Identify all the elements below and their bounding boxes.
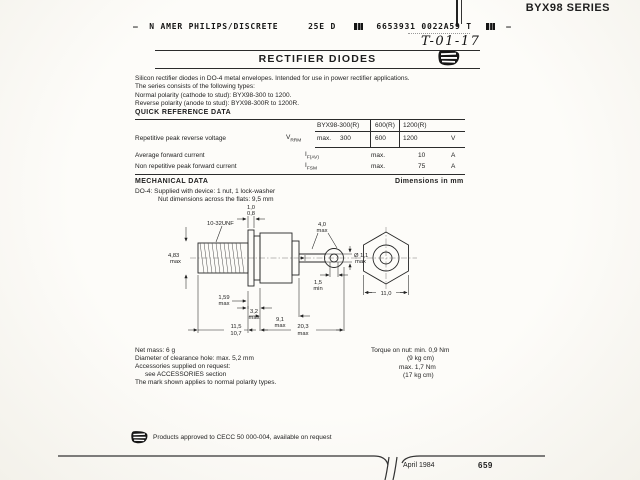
qrd-heading: QUICK REFERENCE DATA xyxy=(135,109,232,116)
dim-shank-qualifier: max xyxy=(219,301,230,307)
ocr-company: N AMER PHILIPS/DISCRETE xyxy=(149,22,279,31)
qrd-param: Average forward current xyxy=(135,152,205,159)
note-torque-kgcm-min: (9 kg cm) xyxy=(407,355,435,362)
page-title: BYX98 SERIES xyxy=(525,2,610,14)
qrd-col-divider xyxy=(399,119,400,147)
dim-flange-max: 1,0 xyxy=(247,205,255,211)
dim-thread-spec: 10-32UNF xyxy=(207,221,234,227)
intro-line: The series consists of the following typ… xyxy=(135,83,255,91)
qrd-qualifier: max. xyxy=(371,163,386,170)
qrd-col-header: 600(R) xyxy=(375,122,395,129)
qrd-unit: A xyxy=(451,152,456,159)
title-rule-top xyxy=(155,50,480,51)
note-accessories-ref: see ACCESSORIES section xyxy=(145,371,227,378)
mechanical-outline-drawing: 1,0 0,8 10-32UNF 4,83 max 4,0 max Ø 1,1 … xyxy=(168,205,417,337)
qrd-value: 10 xyxy=(418,152,426,159)
symbol-base: V xyxy=(286,134,291,141)
qrd-col-header: BYX98-300(R) xyxy=(317,122,360,129)
footer-page-number: 659 xyxy=(478,461,493,470)
qrd-symbol-ifav: IF(AV) xyxy=(305,151,319,160)
dim-hole-diameter: 1,5 xyxy=(314,280,322,286)
qrd-param: Repetitive peak reverse voltage xyxy=(135,135,227,142)
note-torque-max: max. 1,7 Nm xyxy=(399,364,436,371)
ocr-header-line: — N AMER PHILIPS/DISCRETE 25E D 6653931 … xyxy=(133,22,512,31)
dim-stud-diameter: 4,83 xyxy=(168,253,179,259)
note-accessories: Accessories supplied on request: xyxy=(135,363,231,370)
dim-wire-diameter-qualifier: max xyxy=(355,259,366,265)
qrd-col-divider xyxy=(370,119,371,147)
dim-wire-diameter: Ø 1,1 xyxy=(354,253,368,259)
qrd-value: 75 xyxy=(418,163,426,170)
symbol-base: I xyxy=(305,151,307,158)
intro-line: Reverse polarity (anode to stud): BYX98-… xyxy=(135,100,300,108)
qrd-qualifier: max. xyxy=(317,135,332,142)
footer-approval: Products approved to CECC 50 000-004, av… xyxy=(153,434,332,441)
qrd-col-header: 1200(R) xyxy=(403,122,427,129)
registration-mark xyxy=(461,0,462,24)
dim-shank: 1,59 xyxy=(218,295,229,301)
intro-line: Silicon rectifier diodes in DO-4 metal e… xyxy=(135,75,410,82)
dim-hex-length: 9,1 xyxy=(276,317,284,323)
mech-nut-line: Nut dimensions across the flats: 9,5 mm xyxy=(158,196,274,203)
philips-emblem-icon xyxy=(438,50,460,66)
symbol-subscript: F(AV) xyxy=(306,155,319,161)
barcode-block-icon xyxy=(485,23,495,30)
note-torque: Torque on nut: min. 0,9 Nm xyxy=(371,347,450,354)
qrd-value: 1200 xyxy=(403,135,418,142)
dimensions-note: Dimensions in mm xyxy=(395,178,464,185)
qrd-symbol-vrrm: VRRM xyxy=(286,134,301,143)
footer-date: April 1984 xyxy=(403,462,435,469)
ocr-doc-code: 25E D xyxy=(308,22,337,31)
dim-flange-length: 3,2 xyxy=(250,309,258,315)
symbol-subscript: FSM xyxy=(306,166,317,172)
ocr-serial: 6653931 0022A59 T xyxy=(376,22,472,31)
philips-emblem-icon xyxy=(131,431,148,444)
handwritten-mark: T-01-17 xyxy=(421,34,481,49)
barcode-block-icon xyxy=(353,23,363,30)
intro-line: Normal polarity (cathode to stud): BYX98… xyxy=(135,91,292,99)
dim-overall-length-qualifier: max xyxy=(298,331,309,337)
footer-rule-flourish xyxy=(58,455,545,480)
dim-tab-width: 4,0 xyxy=(318,222,326,228)
note-torque-kgcm-max: (17 kg cm) xyxy=(403,372,434,379)
ocr-trail-dash: — xyxy=(506,22,512,31)
qrd-qualifier: max. xyxy=(371,152,386,159)
qrd-unit: V xyxy=(451,135,456,142)
dim-hole-diameter-qualifier: min xyxy=(313,286,322,292)
qrd-symbol-ifsm: IFSM xyxy=(305,162,317,171)
dim-tab-width-qualifier: max xyxy=(317,228,328,234)
qrd-rule-top xyxy=(135,119,465,120)
dim-flange-length-qualifier: max xyxy=(249,315,260,321)
dim-flange-min: 0,8 xyxy=(247,211,255,217)
document-title: RECTIFIER DIODES xyxy=(258,53,377,65)
qrd-value: 300 xyxy=(340,135,351,142)
note-mark-polarity: The mark shown applies to normal polarit… xyxy=(135,379,277,386)
symbol-subscript: RRM xyxy=(290,138,302,144)
note-net-mass: Net mass: 6 g xyxy=(135,347,176,354)
scan-artifact xyxy=(408,33,470,34)
dim-across-flats: 11,0 xyxy=(381,291,392,297)
dim-hex-length-qualifier: max xyxy=(275,323,286,329)
dim-overall-length: 20,3 xyxy=(297,324,308,330)
qrd-rule-mid xyxy=(315,147,465,148)
dim-stud-length-min: 10,7 xyxy=(230,331,241,337)
dim-stud-length-max: 11,5 xyxy=(231,324,242,330)
qrd-rule-bottom xyxy=(135,174,465,175)
qrd-rule-header xyxy=(315,131,465,132)
registration-mark xyxy=(456,0,458,26)
qrd-value: 600 xyxy=(375,135,386,142)
dim-stud-diameter-qualifier: max xyxy=(170,259,181,265)
note-clearance-hole: Diameter of clearance hole: max. 5,2 mm xyxy=(135,355,254,362)
mech-package-line: DO-4: Supplied with device: 1 nut, 1 loc… xyxy=(135,188,276,195)
title-rule-bottom xyxy=(155,68,480,69)
ocr-lead-dash: — xyxy=(133,22,139,31)
intro-paragraph: Silicon rectifier diodes in DO-4 metal e… xyxy=(135,75,480,109)
qrd-unit: A xyxy=(451,163,456,170)
mech-heading: MECHANICAL DATA xyxy=(135,178,209,185)
symbol-base: I xyxy=(305,162,307,169)
qrd-param: Non repetitive peak forward current xyxy=(135,163,237,170)
